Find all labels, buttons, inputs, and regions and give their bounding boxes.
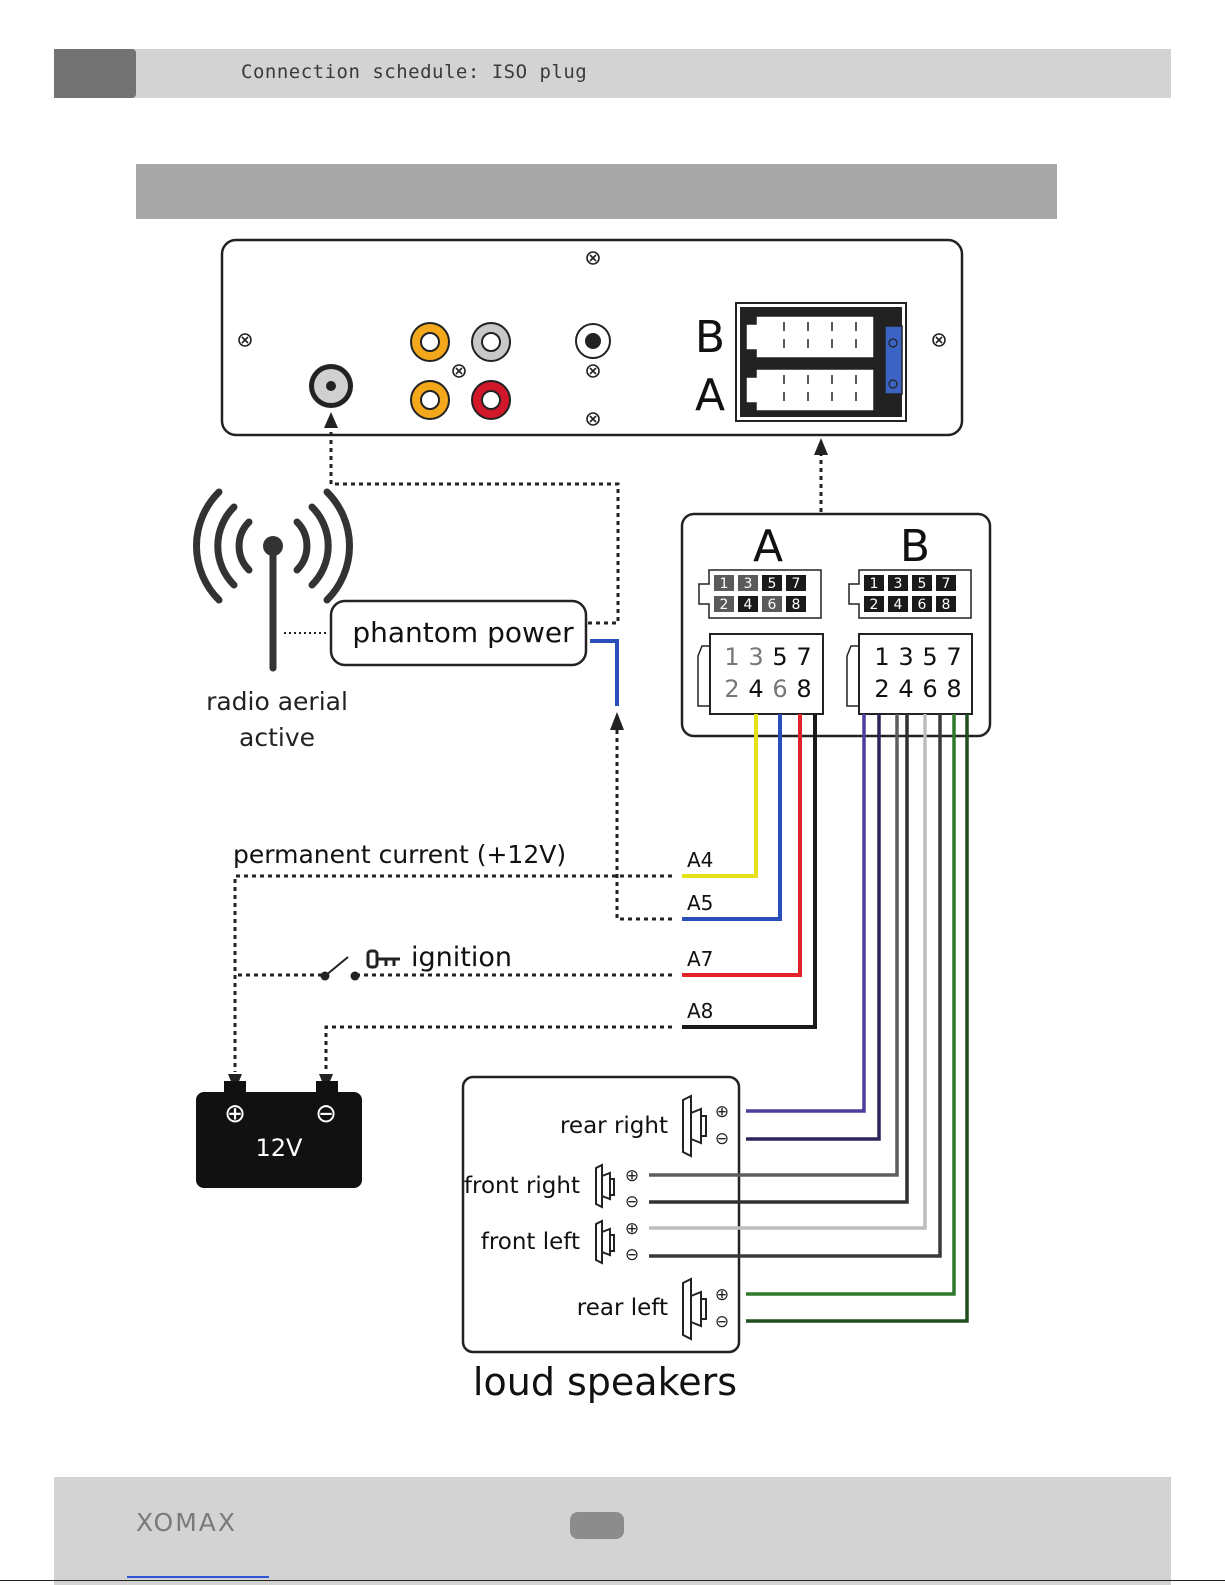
wire-b2-purple-black (746, 714, 879, 1139)
plug-a-small-pin-6: 6 (768, 597, 777, 613)
plug-b-pin-6: 6 (922, 675, 937, 703)
plug-b-small-pin-1: 1 (870, 576, 879, 592)
footer-divider (0, 1580, 1225, 1581)
plug-b-small-pin-4: 4 (894, 597, 903, 613)
ignition-switch-icon (321, 957, 360, 981)
wire-label-a4: A4 (687, 848, 713, 872)
plug-a-small-pin-8: 8 (792, 597, 801, 613)
plug-b-pin-2: 2 (874, 675, 889, 703)
plug-b-pin-5: 5 (922, 643, 937, 671)
wire-b1-purple (746, 714, 864, 1111)
plug-label-a: A (753, 521, 783, 572)
wire-label-a5: A5 (687, 891, 713, 915)
plug-b-small-pin-3: 3 (894, 576, 903, 592)
arrow-up-icon (814, 438, 828, 455)
unit-socket-label-b: B (695, 312, 725, 363)
ignition-label: ignition (411, 942, 512, 973)
plug-b-small-pin-2: 2 (870, 597, 879, 613)
aux-jack-icon (576, 324, 610, 358)
plug-a-small-pin-7: 7 (792, 576, 801, 592)
front-right-plus-icon: ⊕ (625, 1166, 639, 1186)
speaker-label-rear-left: rear left (577, 1295, 668, 1321)
plug-b-pin-7: 7 (946, 643, 961, 671)
rca-jack-yellow-bottom-icon (411, 381, 449, 419)
brand-logo: XOMAX (136, 1508, 237, 1537)
plug-a-pin-2: 2 (724, 675, 739, 703)
phantom-power-line (617, 728, 672, 919)
plug-a-small-pin-2: 2 (720, 597, 729, 613)
plug-a-pin-8: 8 (796, 675, 811, 703)
ground-line (326, 1027, 672, 1072)
wire-b7-green (746, 714, 954, 1294)
radio-unit-rear: B A (222, 240, 962, 435)
battery-label: 12V (256, 1134, 304, 1162)
plug-b-pin-1: 1 (874, 643, 889, 671)
unit-iso-socket (736, 303, 906, 421)
wire-label-a8: A8 (687, 999, 713, 1023)
plug-b-small-pin-8: 8 (942, 597, 951, 613)
speaker-label-rear-right: rear right (560, 1113, 668, 1139)
unit-socket-label-a: A (695, 370, 725, 421)
rear-left-plus-icon: ⊕ (715, 1285, 729, 1305)
plug-b-pin-8: 8 (946, 675, 961, 703)
rca-jack-white-icon (472, 323, 510, 361)
battery-plus-icon: ⊕ (224, 1099, 246, 1129)
wire-a7-red (682, 714, 800, 975)
permanent-current-label: permanent current (+12V) (233, 840, 566, 869)
plug-a-pin-5: 5 (772, 643, 787, 671)
rear-left-minus-icon: ⊖ (715, 1312, 729, 1332)
plug-a-pin-7: 7 (796, 643, 811, 671)
rca-jack-red-icon (472, 381, 510, 419)
aerial-label-line2: active (239, 723, 315, 752)
rca-jack-yellow-top-icon (411, 323, 449, 361)
front-left-plus-icon: ⊕ (625, 1219, 639, 1239)
speakers-title: loud speakers (473, 1360, 737, 1404)
phantom-power-blue-wire (590, 641, 617, 706)
plug-a-small-pin-1: 1 (720, 576, 729, 592)
rear-right-minus-icon: ⊖ (715, 1129, 729, 1149)
speaker-label-front-left: front left (481, 1229, 580, 1255)
front-left-minus-icon: ⊖ (625, 1245, 639, 1265)
plug-a-pin-4: 4 (748, 675, 763, 703)
page-number-badge (570, 1512, 624, 1539)
aerial-label-line1: radio aerial (206, 687, 348, 716)
plug-b-pin-3: 3 (898, 643, 913, 671)
phantom-power-label: phantom power (352, 616, 574, 649)
rear-right-plus-icon: ⊕ (715, 1102, 729, 1122)
plug-a-pin-1: 1 (724, 643, 739, 671)
plug-a-pin-6: 6 (772, 675, 787, 703)
front-right-minus-icon: ⊖ (625, 1192, 639, 1212)
iso-plug: A B 1 3 5 7 2 4 6 8 (682, 514, 990, 736)
plug-a-small-pin-5: 5 (768, 576, 777, 592)
plug-b-pin-4: 4 (898, 675, 913, 703)
battery-minus-icon: ⊖ (315, 1099, 337, 1129)
key-icon (368, 951, 400, 967)
plug-a-pin-3: 3 (748, 643, 763, 671)
plug-b-small-pin-5: 5 (918, 576, 927, 592)
plug-label-b: B (900, 521, 930, 572)
radio-aerial-icon (196, 492, 349, 668)
arrow-up-icon (610, 712, 624, 730)
plug-a-small-pin-3: 3 (744, 576, 753, 592)
aerial-signal-line (331, 426, 618, 623)
antenna-socket-icon (309, 364, 353, 408)
plug-b-small-pin-7: 7 (942, 576, 951, 592)
wire-a5-blue (682, 714, 780, 919)
footer-link-underline (127, 1576, 269, 1578)
plug-a-small-pin-4: 4 (744, 597, 753, 613)
plug-b-small-pin-6: 6 (918, 597, 927, 613)
wire-label-a7: A7 (687, 947, 713, 971)
speaker-label-front-right: front right (464, 1173, 580, 1199)
